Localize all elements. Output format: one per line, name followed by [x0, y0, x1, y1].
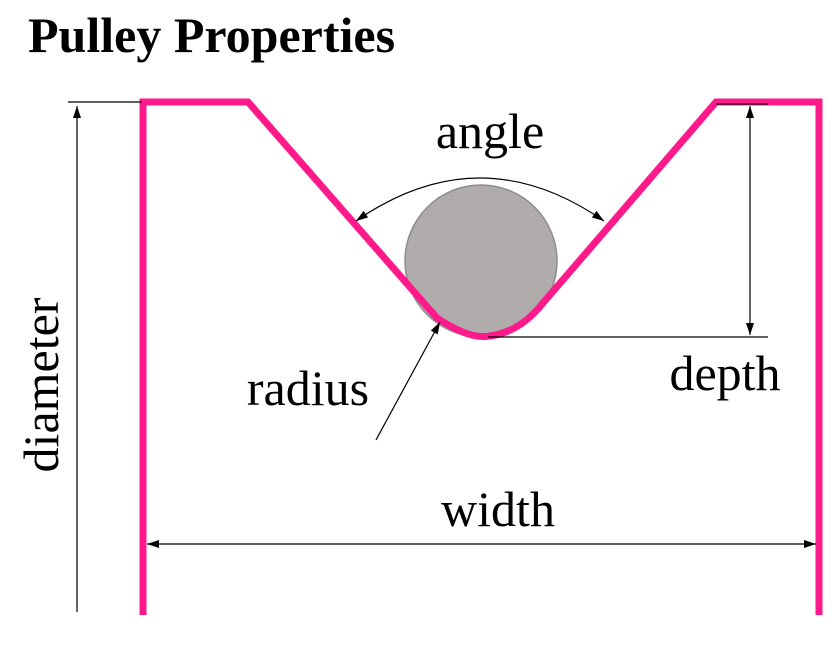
angle-dimension: angle [355, 103, 605, 222]
page-title: Pulley Properties [28, 7, 396, 63]
depth-dimension: depth [488, 103, 781, 401]
angle-label: angle [436, 103, 544, 159]
width-label: width [441, 481, 555, 537]
pulley-outline [139, 98, 823, 615]
radius-dimension: radius [247, 321, 441, 441]
depth-label: depth [669, 345, 780, 401]
radius-label: radius [247, 360, 369, 416]
width-dimension: width [147, 481, 816, 548]
diameter-label: diameter [13, 297, 69, 472]
diameter-dimension: diameter [13, 101, 142, 612]
